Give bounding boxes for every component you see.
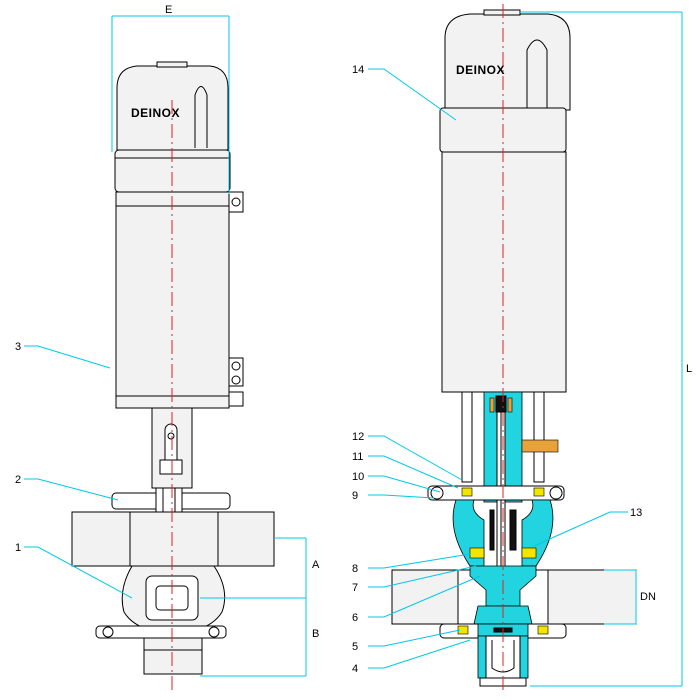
left-air-fitting-top bbox=[228, 191, 244, 213]
left-clamp-bottom bbox=[95, 625, 227, 639]
callout-8: 8 bbox=[352, 563, 358, 575]
callout-5: 5 bbox=[352, 641, 358, 653]
dimension-E: E bbox=[165, 4, 172, 16]
right-actuator-cap bbox=[444, 13, 571, 111]
right-actuator-cylinder bbox=[441, 151, 567, 393]
callout-10: 10 bbox=[352, 471, 364, 483]
left-cap-top-tab bbox=[156, 61, 188, 68]
right-valve-view: DEINOX bbox=[391, 4, 637, 694]
right-dimensions: L DN bbox=[520, 11, 692, 687]
right-callouts: 14 12 11 10 9 13 8 7 6 5 4 bbox=[352, 64, 642, 675]
left-callouts: 3 2 1 bbox=[15, 341, 133, 599]
callout-6: 6 bbox=[352, 612, 358, 624]
left-dimensions: E A B bbox=[111, 4, 320, 677]
callout-7: 7 bbox=[352, 582, 358, 594]
callout-11: 11 bbox=[352, 451, 363, 463]
left-bottom-outlet bbox=[143, 637, 203, 675]
right-cap-fin bbox=[526, 39, 548, 108]
callout-13: 13 bbox=[630, 507, 642, 519]
left-brand-label: DEINOX bbox=[131, 106, 180, 120]
callout-3: 3 bbox=[15, 341, 21, 353]
callout-4: 4 bbox=[352, 663, 358, 675]
left-cap-fin bbox=[194, 86, 208, 148]
dimension-L: L bbox=[686, 363, 692, 375]
stem-side-port bbox=[521, 439, 559, 453]
left-valve-view: DEINOX bbox=[71, 61, 275, 690]
callout-2: 2 bbox=[15, 474, 21, 486]
right-brand-label: DEINOX bbox=[456, 63, 505, 77]
left-air-fitting-low bbox=[228, 391, 244, 407]
dimension-A: A bbox=[312, 559, 320, 571]
callout-14: 14 bbox=[352, 64, 364, 76]
callout-9: 9 bbox=[352, 490, 358, 502]
dimension-B: B bbox=[312, 628, 319, 640]
callout-1: 1 bbox=[15, 542, 21, 554]
dimension-DN: DN bbox=[640, 591, 656, 603]
callout-12: 12 bbox=[352, 431, 364, 443]
